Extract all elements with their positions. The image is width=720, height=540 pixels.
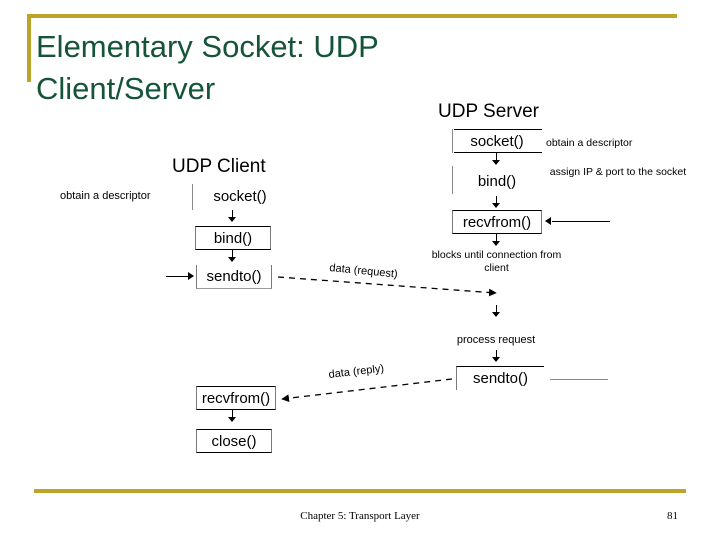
server-step-socket: socket() [452, 129, 542, 153]
server-connector-4-arrow [492, 312, 500, 317]
server-note-recvfrom: blocks until connection from client [431, 249, 562, 274]
server-socket-left-edge [452, 129, 454, 153]
server-connector-1-arrow [492, 160, 500, 165]
server-connector-4-line [496, 305, 497, 314]
data-reply-arrow [281, 378, 453, 403]
client-connector-1-arrow [228, 217, 236, 222]
server-sendto-trailing-line [550, 379, 608, 381]
client-column-heading: UDP Client [172, 156, 266, 177]
server-step-sendto: sendto() [456, 366, 544, 390]
client-step-sendto: sendto() [196, 265, 272, 289]
server-connector-3-line [496, 234, 497, 243]
data-reply-label: data (reply) [328, 362, 385, 381]
client-step-recvfrom: recvfrom() [196, 386, 276, 410]
server-connector-1-line [496, 153, 497, 162]
server-bind-left-edge [452, 166, 454, 194]
client-connector-3-arrow [228, 417, 236, 422]
footer-rule [34, 489, 686, 493]
server-column-heading: UDP Server [438, 101, 540, 122]
server-recvfrom-note-arrowhead [545, 217, 551, 225]
server-note-socket: obtain a descriptor [546, 137, 633, 149]
server-note-bind: assign IP & port to the socket [549, 166, 687, 178]
client-step-socket: socket() [200, 185, 280, 209]
page-title: Elementary Socket: UDP Client/Server [36, 29, 379, 106]
server-recvfrom-note-line [552, 221, 610, 223]
client-connector-2-arrow [228, 257, 236, 262]
client-note-socket: obtain a descriptor [60, 190, 151, 202]
server-step-process-request: process request [456, 334, 536, 346]
client-sendto-incoming-arrowhead [188, 272, 194, 280]
client-socket-left-edge [192, 184, 194, 210]
data-request-label: data (request) [328, 262, 399, 281]
server-connector-5-line [496, 350, 497, 359]
footer-page-number: 81 [667, 510, 678, 522]
client-connector-3-line [232, 410, 233, 419]
client-step-bind: bind() [195, 226, 271, 250]
server-step-bind: bind() [462, 170, 532, 194]
client-step-close: close() [196, 429, 272, 453]
server-connector-2-arrow [492, 203, 500, 208]
client-connector-1-line [232, 210, 233, 219]
client-connector-2-line [232, 250, 233, 259]
server-connector-2-line [496, 196, 497, 205]
server-step-recvfrom: recvfrom() [452, 210, 542, 234]
title-rule-left [27, 14, 31, 82]
client-sendto-incoming-line [166, 276, 190, 278]
footer-chapter-text: Chapter 5: Transport Layer [300, 510, 420, 522]
server-connector-5-arrow [492, 357, 500, 362]
title-rule-top [27, 14, 677, 18]
server-connector-3-arrow [492, 241, 500, 246]
